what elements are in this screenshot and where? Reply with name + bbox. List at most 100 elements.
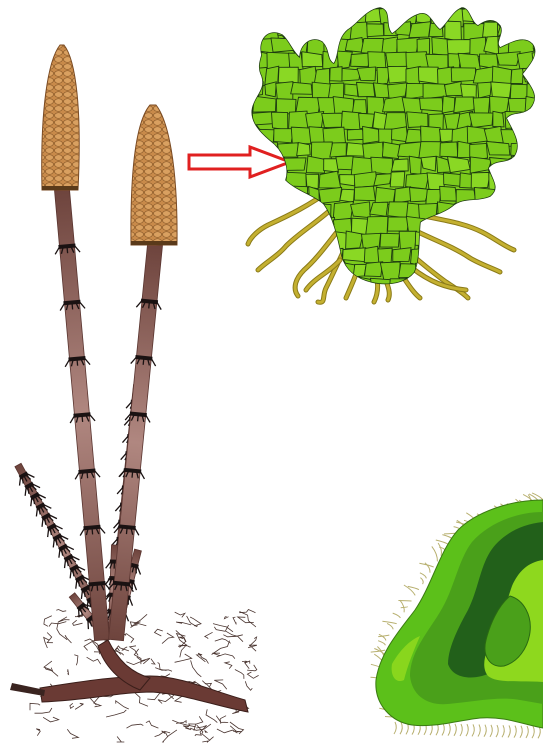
cell xyxy=(309,21,331,42)
embryo-hair-bottom xyxy=(526,726,528,738)
cell xyxy=(511,143,532,158)
cell xyxy=(388,83,408,98)
root-strand xyxy=(94,696,101,706)
main-stem-left-sheath-tooth xyxy=(80,528,86,535)
cell xyxy=(406,83,426,99)
cell xyxy=(297,143,311,156)
embryo-hair xyxy=(442,535,452,539)
cell xyxy=(489,172,513,191)
embryo-hair xyxy=(439,547,445,550)
main-stem-right-sheath-tooth xyxy=(143,358,144,365)
main-stem-right-sheath-tooth xyxy=(139,471,145,478)
cell xyxy=(392,127,408,142)
root-strand xyxy=(235,670,244,679)
cell xyxy=(269,187,288,200)
cell xyxy=(471,172,490,188)
cell xyxy=(537,69,543,84)
root-strand xyxy=(162,633,174,644)
root-strand xyxy=(43,717,59,722)
cell xyxy=(518,234,533,250)
main-stem-left-sheath-tooth xyxy=(55,247,61,254)
embryo-hair-bottom xyxy=(538,726,540,738)
cell xyxy=(276,82,293,100)
cell xyxy=(511,156,528,177)
cell xyxy=(514,263,531,277)
root-strand xyxy=(175,612,185,617)
root-strand xyxy=(247,672,258,678)
root-strand xyxy=(230,722,244,734)
cell xyxy=(352,100,366,114)
cell xyxy=(496,202,510,217)
cell xyxy=(388,66,407,83)
main-stem-right-sheath-tooth xyxy=(156,302,162,309)
root-strand xyxy=(36,729,40,736)
cell xyxy=(440,186,457,201)
embryo-hair-bottom xyxy=(532,726,534,738)
cell xyxy=(388,217,410,231)
cell xyxy=(306,112,324,128)
root-strand xyxy=(47,633,53,643)
root-strand xyxy=(87,657,101,664)
root-strand xyxy=(233,617,236,624)
root-strand xyxy=(190,617,201,626)
cell xyxy=(380,233,399,247)
root-strand xyxy=(161,674,170,677)
cell xyxy=(266,173,286,189)
cell xyxy=(530,201,543,217)
main-stem-left-sheath-tooth xyxy=(75,472,81,479)
cell xyxy=(465,233,486,247)
cell xyxy=(370,202,388,216)
rhizoid xyxy=(420,215,514,250)
cell xyxy=(351,202,371,218)
embryo-hair-bottom xyxy=(394,722,396,734)
cell xyxy=(525,248,543,263)
root-strand xyxy=(191,660,202,676)
cell xyxy=(510,84,527,99)
cell xyxy=(505,111,527,128)
cell xyxy=(244,127,260,141)
cell xyxy=(328,10,352,23)
main-stem-right-sheath-tooth xyxy=(145,415,151,422)
cell-network xyxy=(244,6,543,296)
embryo-hair xyxy=(438,543,441,556)
embryo-hair xyxy=(436,540,449,545)
root-strand xyxy=(67,729,78,738)
cell xyxy=(268,277,287,296)
root-strand xyxy=(73,620,83,625)
embryo-hair-bottom xyxy=(472,724,474,736)
cell xyxy=(467,126,487,143)
root-strand xyxy=(205,632,213,638)
prothallus-gametophyte xyxy=(244,6,543,302)
prothallus-cells xyxy=(244,6,543,296)
cell xyxy=(395,22,410,36)
cell xyxy=(523,113,540,131)
root-strand xyxy=(197,654,206,662)
cell xyxy=(448,157,471,173)
root-strand xyxy=(146,721,159,728)
cell xyxy=(354,186,375,200)
cell xyxy=(407,112,428,128)
root-strand xyxy=(151,659,155,664)
root-strand xyxy=(199,653,209,664)
root-strand xyxy=(155,629,163,636)
cell xyxy=(319,171,341,188)
cell xyxy=(346,231,363,249)
main-stem-right-sheath-tooth xyxy=(151,359,157,366)
main-stem-right-sheath-tooth xyxy=(138,414,139,421)
cell xyxy=(514,277,530,295)
embryo-hair xyxy=(387,623,393,629)
root-strand xyxy=(116,701,129,709)
cell xyxy=(440,142,458,157)
root-strand xyxy=(30,703,40,710)
cell xyxy=(316,8,328,24)
cell xyxy=(281,6,302,21)
cell xyxy=(512,22,530,34)
cell xyxy=(359,113,375,128)
cell xyxy=(527,171,543,189)
main-stem-right-sheath-tooth xyxy=(134,528,140,535)
cell xyxy=(265,7,283,24)
cell xyxy=(538,112,543,127)
root-strand xyxy=(187,616,198,627)
embryo-hair xyxy=(378,641,385,646)
cell xyxy=(484,126,503,142)
